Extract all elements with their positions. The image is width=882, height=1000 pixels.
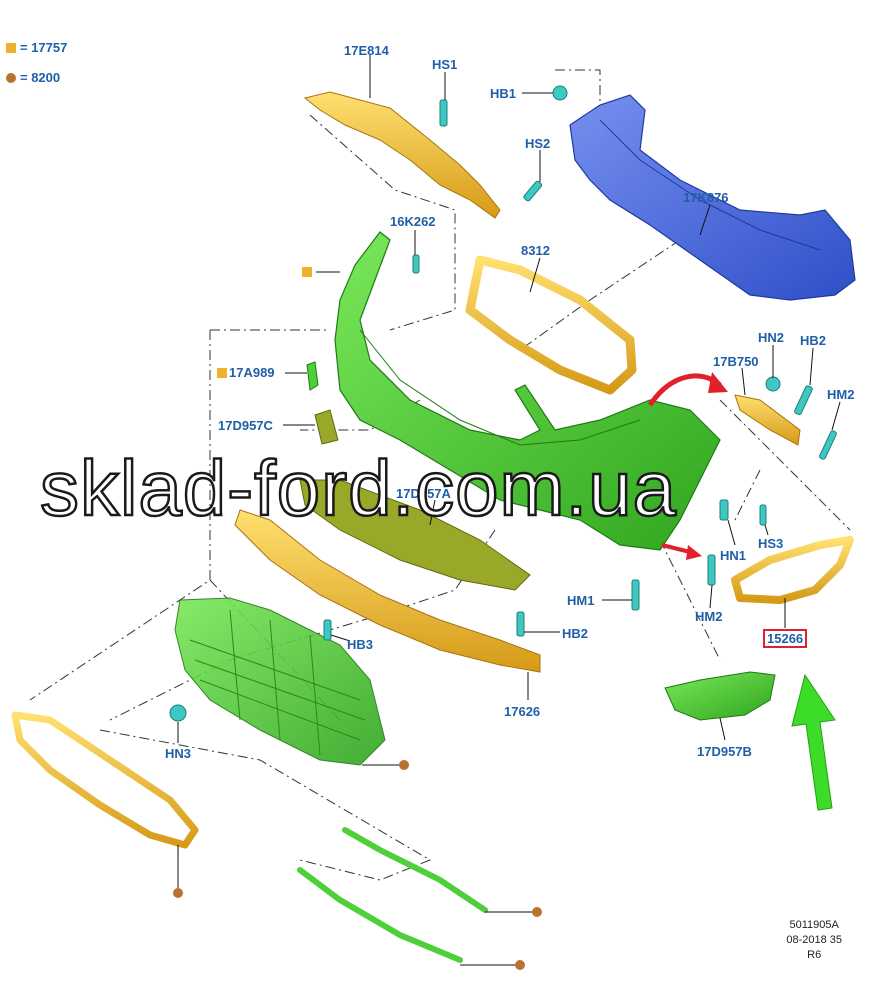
part-trim-strip-upper — [342, 827, 488, 913]
part-17E814-bracket — [303, 91, 501, 219]
part-grille-surround — [11, 711, 199, 849]
legend-dot: = 8200 — [6, 70, 60, 85]
part-trim-strip-lower — [297, 867, 463, 963]
label-17626: 17626 — [504, 704, 541, 719]
label-17B750: 17B750 — [713, 354, 759, 369]
legend-marker-dots — [173, 760, 542, 970]
fasteners — [169, 85, 837, 722]
label-17K876: 17K876 — [683, 190, 729, 205]
part-17K876-beam — [569, 94, 856, 301]
fastener-hs2 — [523, 180, 543, 202]
beam-edge — [599, 119, 821, 251]
legend-marker-square — [302, 267, 312, 277]
legend-dot-swatch — [6, 72, 16, 83]
label-17D957B: 17D957B — [697, 744, 752, 759]
part-17D957C-moulding — [314, 409, 339, 445]
legend-dot-label: = 8200 — [20, 70, 61, 85]
label-hm2-lower: HM2 — [695, 609, 723, 624]
fastener-hb2 — [794, 385, 813, 416]
label-hb3: HB3 — [347, 637, 374, 652]
label-15266-highlighted: 15266 — [763, 629, 808, 648]
label-hs3: HS3 — [758, 536, 784, 551]
label-17A989: 17A989 — [229, 365, 275, 380]
fastener-hn3 — [169, 704, 187, 722]
reference-date: 08-2018 35 — [786, 934, 842, 946]
part-8312-frame — [465, 255, 637, 395]
label-hs1: HS1 — [432, 57, 458, 72]
legend-square: = 17757 — [6, 40, 67, 55]
label-hb2-upper: HB2 — [800, 333, 827, 348]
reference-block: 5011905A 08-2018 35 R6 — [786, 918, 842, 963]
green-arrow — [791, 673, 836, 811]
label-8312: 8312 — [521, 243, 550, 258]
fastener-hs3 — [759, 504, 767, 526]
fastener-hm2-lower — [707, 554, 716, 586]
part-bumper-cover — [334, 231, 721, 551]
red-arrow-lower — [661, 543, 691, 554]
part-17B750-bracket — [734, 394, 801, 446]
part-17A989-moulding — [306, 361, 319, 391]
bumper-crease — [359, 329, 641, 446]
label-17D957A: 17D957A — [396, 486, 451, 501]
part-15266-bezel — [731, 536, 854, 604]
label-hb2-lower: HB2 — [562, 626, 589, 641]
label-hn1: HN1 — [720, 548, 747, 563]
fastener-16k262 — [412, 254, 420, 274]
fastener-hm1 — [631, 579, 640, 611]
part-17626-strip — [234, 509, 541, 673]
grille-mesh — [189, 609, 366, 756]
fastener-hs1 — [439, 99, 448, 127]
red-arrow-upper-head — [708, 372, 728, 393]
label-hn2: HN2 — [758, 330, 785, 345]
watermark: sklad-ford.com.ua — [39, 443, 677, 534]
part-lower-grille — [174, 597, 386, 766]
fastener-hb2-lower — [516, 611, 525, 637]
leader-line — [659, 539, 721, 661]
fastener-hm2-upper — [819, 430, 837, 460]
label-hs2: HS2 — [525, 136, 551, 151]
fastener-hn1 — [719, 499, 729, 521]
leader-line — [519, 239, 681, 351]
legend-square-swatch — [6, 42, 16, 53]
legend-square-label: = 17757 — [20, 40, 68, 55]
reference-revision: R6 — [807, 949, 822, 961]
legend-marker-square — [217, 368, 227, 378]
leader-line — [309, 114, 456, 331]
leader-line — [734, 469, 761, 521]
fastener-hb3 — [323, 619, 332, 641]
label-17E814: 17E814 — [344, 43, 389, 58]
part-17D957A-panel — [299, 479, 531, 591]
fastener-hn2 — [765, 376, 781, 392]
fastener-hb1 — [552, 85, 568, 101]
reference-code: 5011905A — [789, 919, 839, 931]
callout-lines — [177, 55, 841, 966]
leader-line — [99, 729, 432, 881]
label-hb1: HB1 — [490, 86, 517, 101]
label-16K262: 16K262 — [390, 214, 436, 229]
part-17D957B-corner — [664, 671, 776, 721]
red-arrow-lower-head — [686, 545, 702, 560]
label-hm2-upper: HM2 — [827, 387, 855, 402]
label-hm1: HM1 — [567, 593, 595, 608]
label-hn3: HN3 — [165, 746, 192, 761]
label-17D957C: 17D957C — [218, 418, 273, 433]
